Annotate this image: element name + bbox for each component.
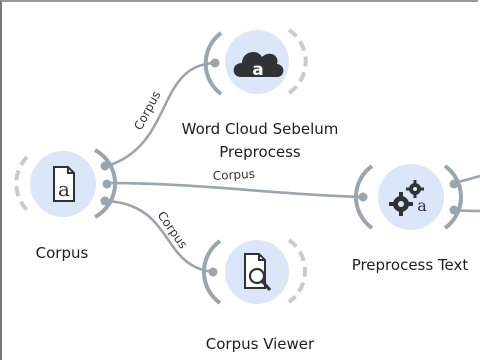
preprocess-text-label: Preprocess Text [351, 256, 469, 274]
gears-letter-a-icon: a [389, 180, 427, 216]
corpus-viewer-label: Corpus Viewer [205, 335, 315, 353]
widget-preprocess-text-circle [378, 164, 444, 230]
cloud-letter-a-icon: a [233, 52, 284, 80]
document-magnifier-icon [244, 253, 272, 291]
link-label-corpus-preprocess: Corpus [212, 167, 255, 183]
link-corpus-to-viewer[interactable] [106, 199, 216, 274]
svg-text:a: a [252, 60, 263, 80]
widget-word-cloud[interactable]: a [225, 28, 295, 98]
widget-corpus[interactable]: a [30, 151, 100, 221]
corpus-label: Corpus [35, 244, 89, 262]
document-letter-a-icon: a [53, 166, 75, 202]
svg-text:a: a [58, 177, 70, 201]
widget-preprocess-text[interactable]: a [378, 164, 448, 234]
word-cloud-label-line2: Preprocess [219, 143, 301, 161]
link-corpus-to-preprocess[interactable] [106, 181, 363, 199]
svg-text:a: a [417, 196, 427, 215]
word-cloud-label: Word Cloud Sebelum Preprocess [150, 118, 370, 164]
word-cloud-label-line1: Word Cloud Sebelum [181, 120, 339, 138]
widget-corpus-viewer[interactable] [225, 238, 295, 308]
link-corpus-to-wordcloud[interactable] [106, 61, 217, 168]
